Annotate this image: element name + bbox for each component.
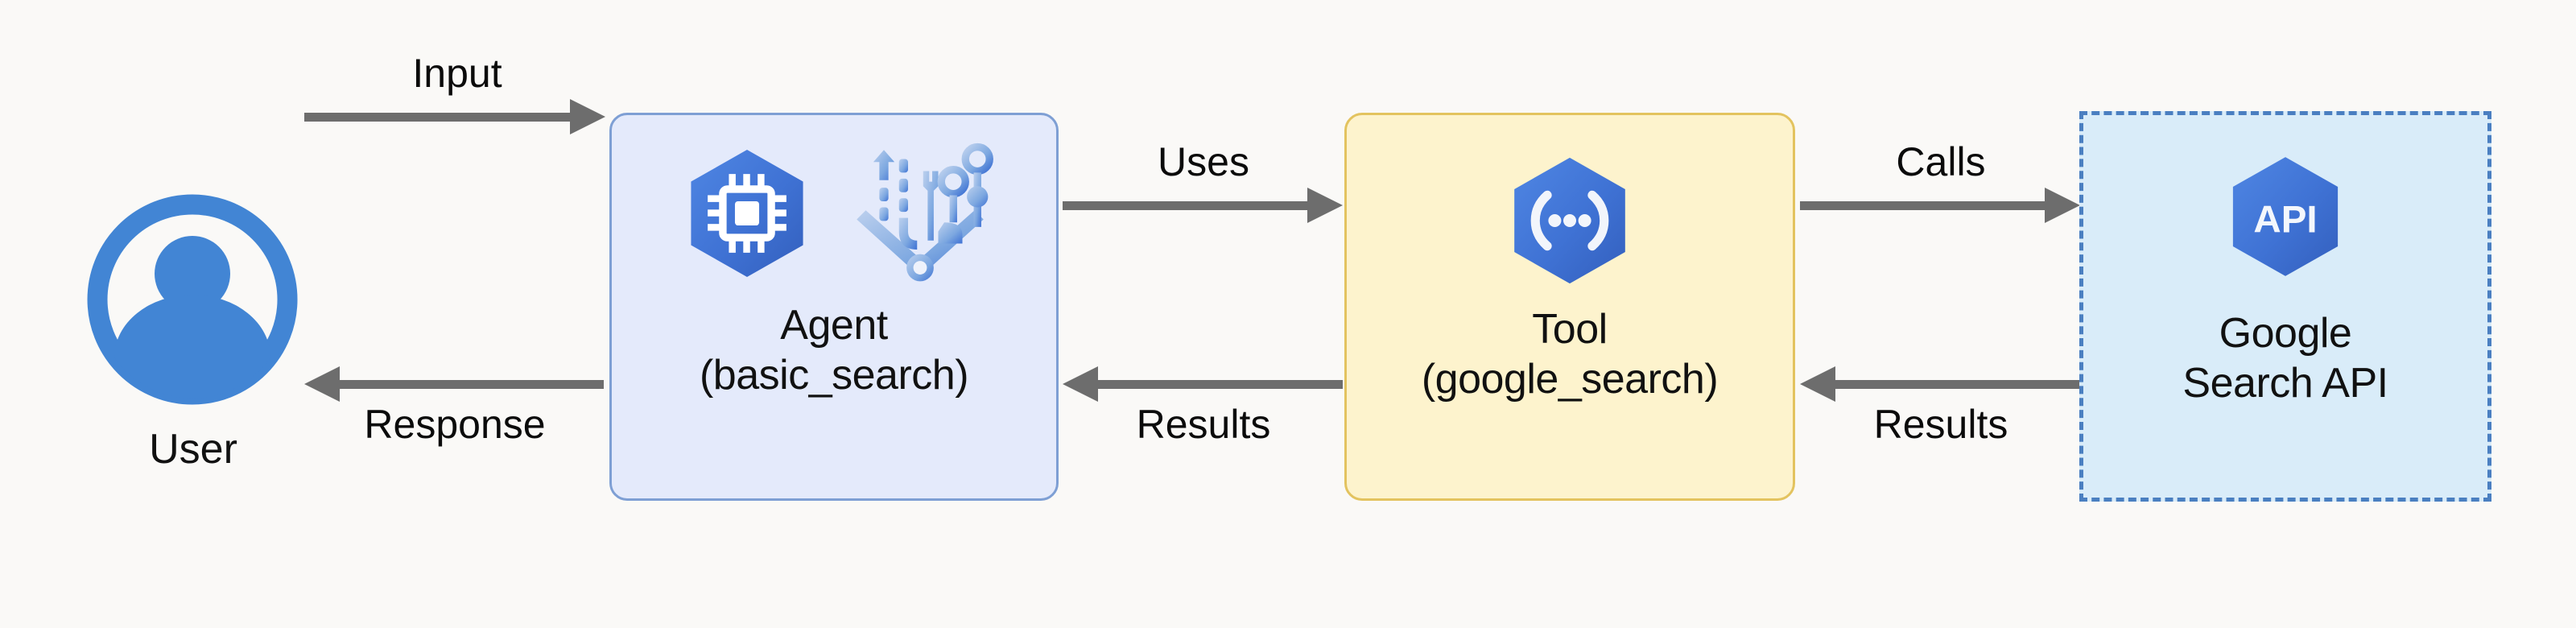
node-tool[interactable]: Tool (google_search)	[1344, 113, 1795, 501]
api-icon-row: API	[2083, 146, 2487, 291]
google-search-api-label: Google Search API	[2182, 310, 2388, 407]
user-label: User	[149, 426, 237, 473]
api-hexagon-icon: API	[2215, 146, 2356, 291]
edge-response-arrowhead-icon	[304, 366, 340, 402]
agent-pipeline-icon	[844, 141, 997, 290]
edge-response-label: Response	[364, 402, 546, 447]
code-brackets-hexagon-icon	[1495, 146, 1645, 300]
edge-calls-arrowhead-icon	[2045, 188, 2080, 223]
edge-results-2-arrowhead-icon	[1800, 366, 1835, 402]
edge-uses-arrowhead-icon	[1307, 188, 1343, 223]
api-hexagon-text: API	[2253, 198, 2317, 241]
node-google-search-api[interactable]: API Google Search API	[2079, 111, 2491, 502]
user-avatar-icon	[87, 187, 298, 412]
tool-label: Tool (google_search)	[1421, 306, 1719, 403]
edge-input-shaft	[304, 113, 578, 122]
edge-results-2-label: Results	[1873, 402, 2008, 447]
edge-uses-shaft	[1063, 201, 1314, 210]
agent-label: Agent (basic_search)	[699, 302, 969, 399]
edge-results-2-shaft	[1834, 380, 2082, 389]
edge-uses-label: Uses	[1158, 139, 1249, 184]
edge-results-1-shaft	[1096, 380, 1343, 389]
node-agent[interactable]: Agent (basic_search)	[609, 113, 1059, 501]
agent-icon-row	[612, 138, 1056, 293]
edge-results-1-arrowhead-icon	[1063, 366, 1098, 402]
edge-input-label: Input	[412, 51, 502, 96]
edge-calls-label: Calls	[1896, 139, 1986, 184]
tool-icon-row	[1347, 146, 1793, 300]
edge-results-1-label: Results	[1136, 402, 1271, 447]
edge-input-arrowhead-icon	[570, 99, 605, 134]
cpu-chip-hexagon-icon	[671, 138, 823, 293]
edge-response-shaft	[338, 380, 604, 389]
edge-calls-shaft	[1800, 201, 2051, 210]
